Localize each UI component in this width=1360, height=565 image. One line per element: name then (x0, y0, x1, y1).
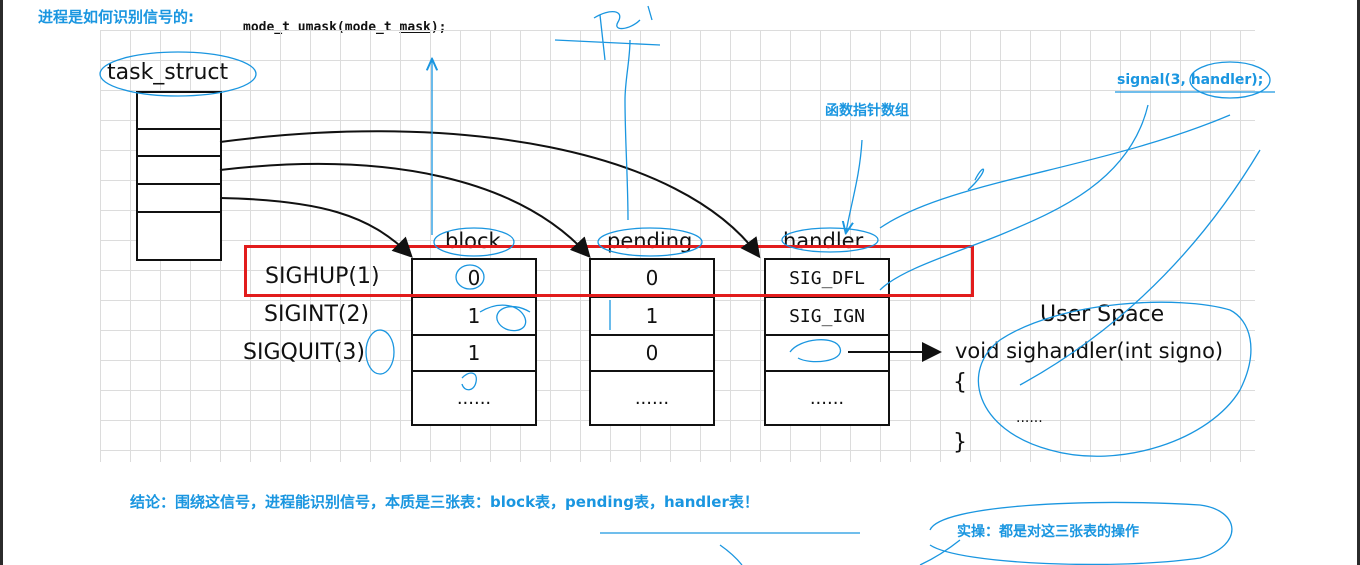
task-struct-circle (99, 51, 257, 97)
practice-circle (929, 501, 1233, 565)
signal-label: SIGHUP(1) (265, 264, 380, 289)
sigquit-circle (365, 329, 395, 375)
scribble-top (593, 5, 653, 30)
handler-body-ellipsis: ...... (1016, 410, 1043, 426)
task-struct-label: task_struct (107, 60, 229, 85)
mid-curve (967, 168, 985, 191)
pending-cell: ...... (589, 370, 715, 426)
block-cell: 1 (411, 334, 537, 372)
right-window-edge (1357, 0, 1360, 565)
signal-label: SIGQUIT(3) (243, 340, 366, 365)
task-struct-divider (136, 155, 220, 157)
arrow-to-block (219, 197, 413, 258)
task-struct-divider (136, 183, 220, 185)
signal-to-handler-stroke (879, 104, 1149, 291)
handler-cell: ...... (764, 370, 890, 426)
zero-circle (455, 264, 485, 290)
user-space-loop (977, 301, 1252, 457)
func-ptr-arrow-stroke (846, 139, 863, 232)
note-title: 进程是如何识别信号的: (38, 8, 194, 26)
column-header-pending: pending (607, 229, 693, 253)
signal-circle (1189, 61, 1271, 99)
pending-cell: 1 (589, 296, 715, 336)
vertical-stroke-1 (624, 39, 631, 221)
left-window-edge (0, 0, 3, 565)
pending-header-circle (597, 227, 703, 257)
dots-stroke (461, 372, 477, 391)
handler-header-circle (781, 227, 879, 253)
block-header-circle (433, 227, 515, 257)
task-struct-divider (136, 211, 220, 213)
practice-note: 实操：都是对这三张表的操作 (957, 524, 1139, 540)
cross-mark (554, 14, 661, 61)
block-cell: ...... (411, 370, 537, 426)
arrow-to-handler (219, 130, 761, 259)
func-ptr-array-note: 函数指针数组 (825, 103, 909, 119)
long-curve (879, 114, 1231, 229)
signal-label: SIGINT(2) (264, 302, 370, 327)
sighup-highlight-frame (244, 245, 974, 297)
conclusion-note: 结论：围绕这信号，进程能识别信号，本质是三张表：block表，pending表，… (130, 493, 759, 511)
handler-loop-stroke (789, 339, 841, 363)
brace-close: } (953, 430, 967, 455)
bottom-stroke (719, 544, 743, 565)
brace-open: { (953, 370, 967, 395)
column-header-block: block (445, 229, 501, 253)
arrow-to-pending (219, 162, 591, 258)
right-diagonal (1019, 149, 1261, 386)
handler-signature: void sighandler(int signo) (955, 339, 1224, 363)
loop-stroke (479, 304, 531, 332)
task-struct-box (136, 91, 222, 261)
practice-tail (919, 539, 961, 565)
task-struct-divider (136, 128, 220, 130)
